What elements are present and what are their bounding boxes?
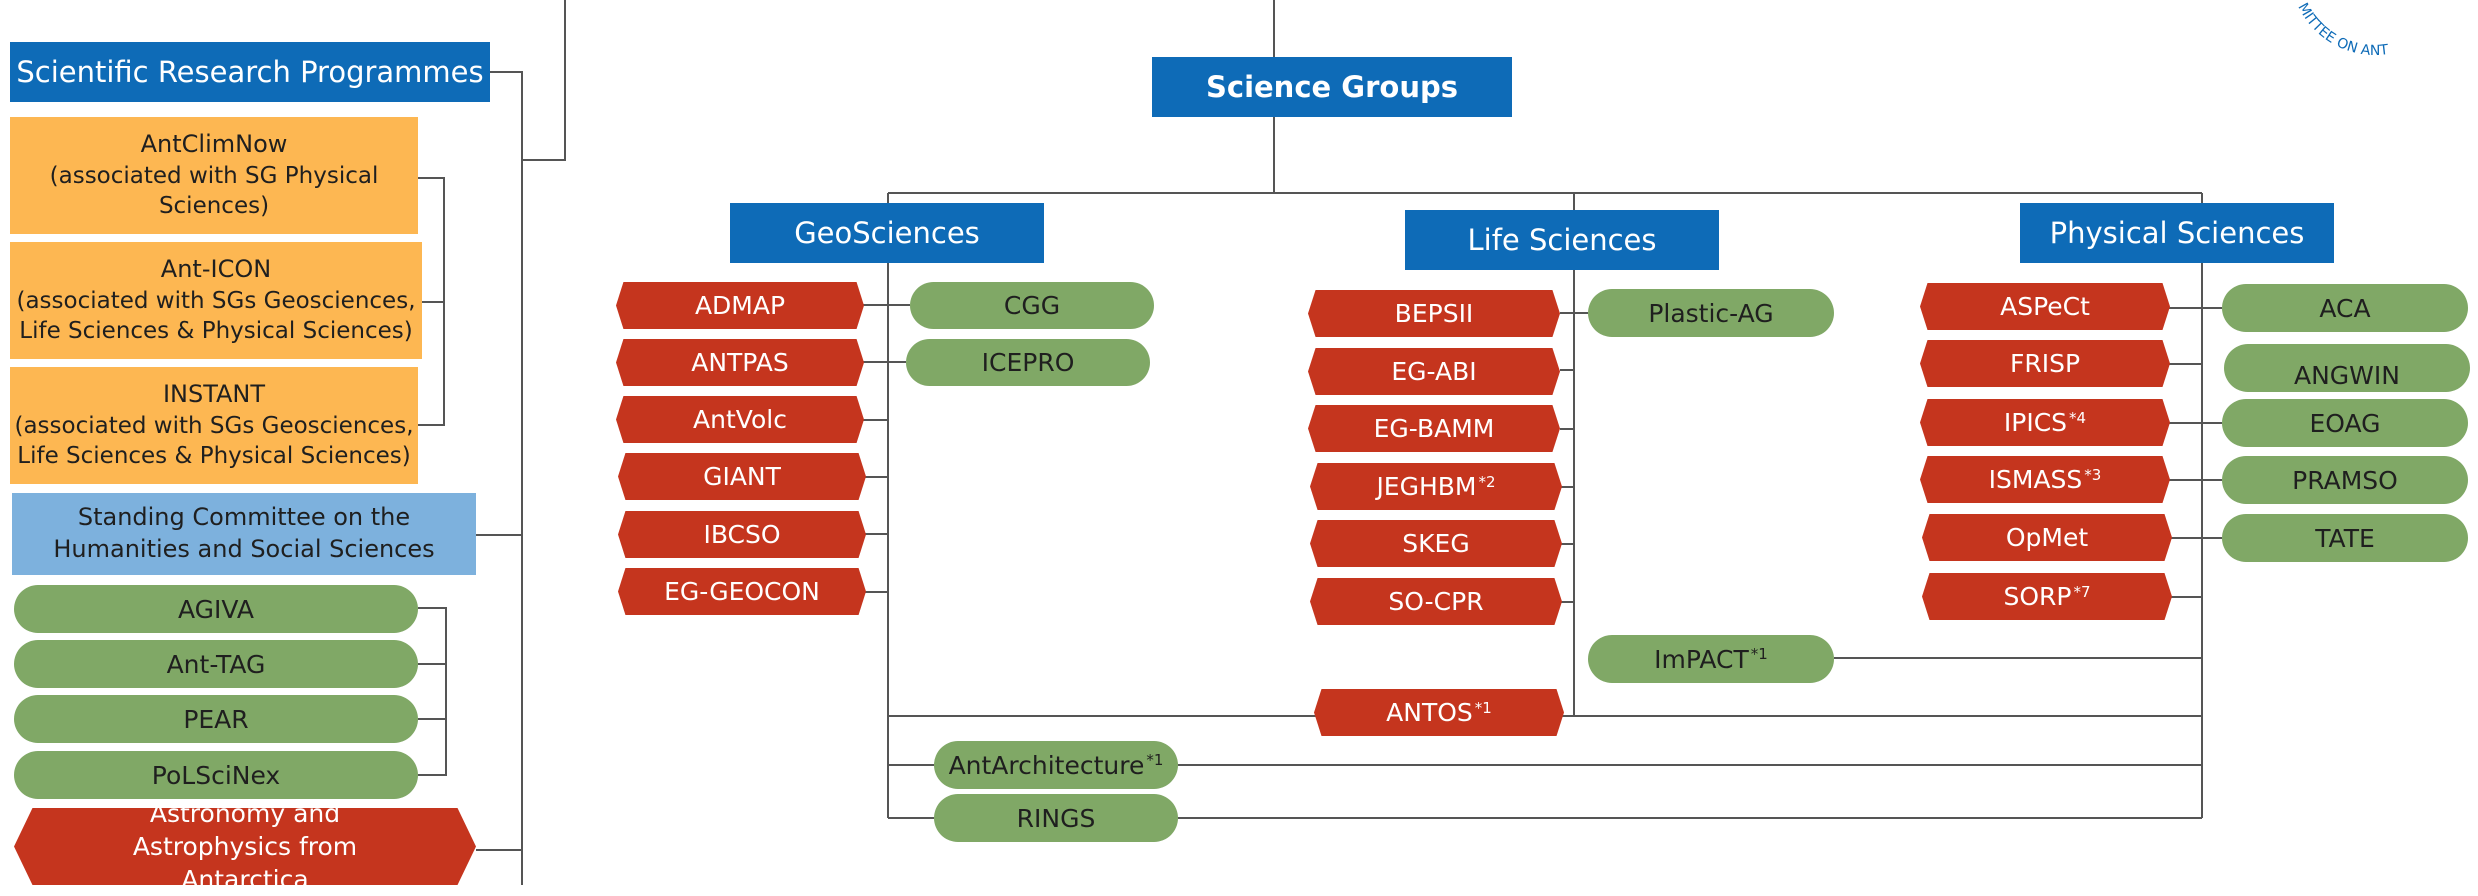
geo-ibcso: IBCSO — [618, 511, 866, 558]
srp-instant-note: (associated with SGs Geosciences, Life S… — [14, 412, 414, 470]
phys-ismass-label: ISMASS — [1988, 465, 2083, 494]
physical-sciences-header: Physical Sciences — [2020, 203, 2334, 263]
antarchitecture-footnote: *1 — [1146, 751, 1164, 770]
sc-group-agiva: AGIVA — [14, 585, 418, 633]
geo-cgg: CGG — [910, 282, 1154, 329]
antos-footnote: *1 — [1474, 698, 1492, 717]
impact: ImPACT*1 — [1588, 635, 1834, 683]
impact-label: ImPACT — [1654, 644, 1749, 674]
geo-giant: GIANT — [618, 453, 866, 500]
scientific-research-programmes-header: Scientific Research Programmes — [10, 42, 490, 102]
geo-eg-geocon: EG-GEOCON — [618, 568, 866, 615]
antos-label: ANTOS — [1386, 698, 1473, 727]
phys-sorp-label: SORP — [2003, 582, 2072, 611]
life-eg-bamm: EG-BAMM — [1308, 405, 1560, 452]
science-groups-header: Science Groups — [1152, 57, 1512, 117]
life-jeghbm-label: JEGHBM — [1376, 472, 1477, 501]
srp-instant: INSTANT (associated with SGs Geosciences… — [10, 367, 418, 484]
life-jeghbm: JEGHBM*2 — [1310, 463, 1562, 510]
life-bepsii: BEPSII — [1308, 290, 1560, 337]
antarchitecture-label: AntArchitecture — [948, 750, 1145, 780]
sc-group-ant-tag: Ant-TAG — [14, 640, 418, 688]
phys-pramso: PRAMSO — [2222, 456, 2468, 504]
geo-antvolc: AntVolc — [616, 396, 864, 443]
scar-logo: MITTEE ON ANT — [2294, 0, 2389, 59]
geo-antpas: ANTPAS — [616, 339, 864, 386]
phys-ismass-footnote: *3 — [2084, 465, 2102, 484]
sc-group-pear: PEAR — [14, 695, 418, 743]
antarchitecture: AntArchitecture*1 — [934, 741, 1178, 789]
phys-opmet: OpMet — [1922, 514, 2172, 561]
phys-angwin: ANGWIN — [2224, 344, 2470, 392]
astronomy-astrophysics: Astronomy and Astrophysics from Antarcti… — [14, 808, 476, 885]
srp-ant-icon-note: (associated with SGs Geosciences, Life S… — [16, 287, 416, 345]
phys-ismass: ISMASS*3 — [1920, 456, 2170, 503]
srp-instant-name: INSTANT — [162, 380, 266, 409]
life-eg-abi: EG-ABI — [1308, 348, 1560, 395]
phys-eoag: EOAG — [2222, 399, 2468, 447]
phys-sorp-footnote: *7 — [2073, 582, 2091, 601]
phys-aspect: ASPeCt — [1920, 283, 2170, 330]
geo-icepro: ICEPRO — [906, 339, 1150, 386]
phys-aca: ACA — [2222, 284, 2468, 332]
phys-sorp: SORP*7 — [1922, 573, 2172, 620]
life-skeg: SKEG — [1310, 520, 1562, 567]
srp-ant-icon-name: Ant-ICON — [160, 255, 272, 284]
srp-antclimnow-note: (associated with SG Physical Sciences) — [49, 162, 379, 220]
srp-antclimnow-name: AntClimNow — [140, 130, 288, 159]
standing-committee-humanities: Standing Committee on the Humanities and… — [12, 493, 476, 575]
rings: RINGS — [934, 794, 1178, 842]
svg-text:MITTEE ON ANT: MITTEE ON ANT — [2294, 0, 2389, 59]
geo-admap: ADMAP — [616, 282, 864, 329]
impact-footnote: *1 — [1750, 645, 1768, 664]
antos: ANTOS*1 — [1314, 689, 1564, 736]
life-sciences-header: Life Sciences — [1405, 210, 1719, 270]
life-jeghbm-footnote: *2 — [1478, 472, 1496, 491]
life-so-cpr: SO-CPR — [1310, 578, 1562, 625]
phys-frisp: FRISP — [1920, 340, 2170, 387]
geosciences-header: GeoSciences — [730, 203, 1044, 263]
life-plastic-ag: Plastic-AG — [1588, 289, 1834, 337]
phys-ipics-footnote: *4 — [2069, 408, 2087, 427]
phys-tate: TATE — [2222, 514, 2468, 562]
sc-group-polscinex: PoLSciNex — [14, 751, 418, 799]
phys-ipics: IPICS*4 — [1920, 399, 2170, 446]
srp-antclimnow: AntClimNow (associated with SG Physical … — [10, 117, 418, 234]
phys-ipics-label: IPICS — [2003, 408, 2068, 437]
srp-ant-icon: Ant-ICON (associated with SGs Geoscience… — [10, 242, 422, 359]
